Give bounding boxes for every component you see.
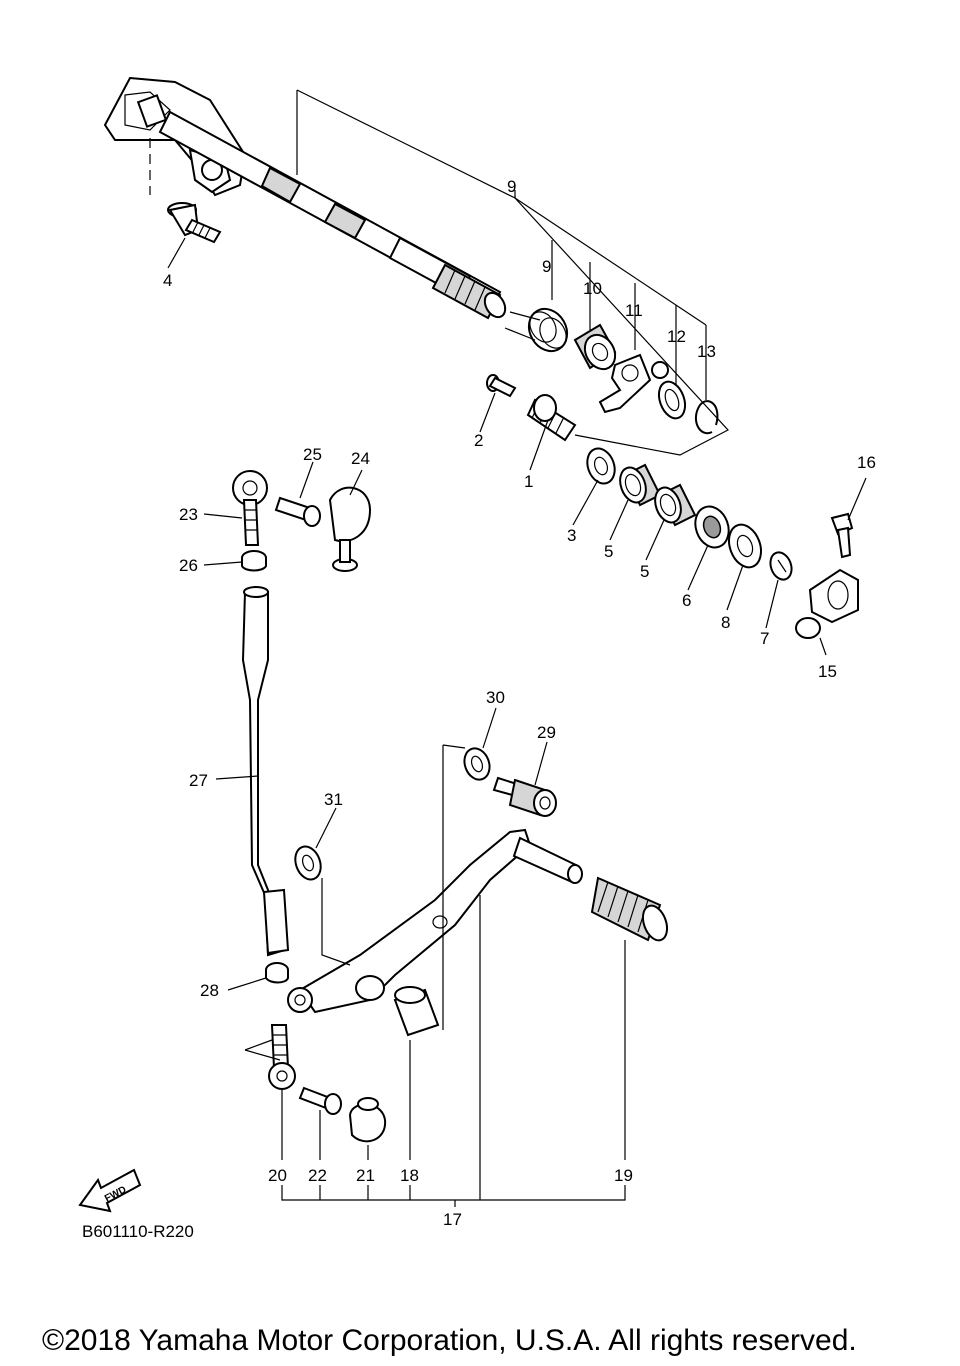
shift-shaft bbox=[103, 76, 507, 320]
group-bracket-17 bbox=[244, 744, 626, 1207]
part-25-bolt bbox=[274, 496, 321, 527]
label-5b: 5 bbox=[640, 562, 649, 581]
label-17: 17 bbox=[443, 1210, 462, 1229]
part-7-circlip bbox=[769, 551, 793, 581]
part-labels: 9 9 10 11 12 13 4 2 1 3 5 5 6 8 7 15 16 … bbox=[163, 177, 876, 1229]
label-12: 11 bbox=[625, 301, 643, 320]
part-3-washer bbox=[586, 447, 616, 485]
part-1-spring bbox=[526, 394, 577, 442]
part-5-bearing-a bbox=[619, 463, 662, 507]
part-19-footrest-rubber bbox=[590, 876, 669, 942]
label-19: 19 bbox=[614, 1166, 633, 1185]
part-27-shift-rod bbox=[241, 586, 290, 957]
part-21-cover bbox=[348, 1097, 387, 1143]
label-13: 12 bbox=[667, 327, 686, 346]
label-4: 4 bbox=[163, 271, 172, 290]
label-15: 15 bbox=[818, 662, 837, 681]
label-1: 1 bbox=[524, 472, 533, 491]
label-22: 22 bbox=[308, 1166, 327, 1185]
label-27: 27 bbox=[189, 771, 208, 790]
part-12-lever bbox=[598, 353, 669, 414]
label-23: 23 bbox=[179, 505, 198, 524]
part-13-washer bbox=[657, 380, 687, 420]
label-20: 20 bbox=[268, 1166, 287, 1185]
part-11-collar bbox=[573, 323, 617, 371]
label-11: 10 bbox=[583, 279, 602, 298]
label-5a: 5 bbox=[604, 542, 613, 561]
part-29-pivot-bolt bbox=[492, 776, 557, 817]
part-18-collar bbox=[393, 986, 440, 1037]
label-8: 8 bbox=[721, 613, 730, 632]
part-22-bolt bbox=[298, 1086, 342, 1115]
label-28: 28 bbox=[200, 981, 219, 1000]
label-30: 30 bbox=[486, 688, 505, 707]
part-8-washer bbox=[728, 523, 762, 569]
copyright-notice: ©2018 Yamaha Motor Corporation, U.S.A. A… bbox=[42, 1324, 857, 1357]
label-24: 24 bbox=[351, 449, 370, 468]
part-28-nut bbox=[265, 962, 289, 984]
part-10-torsion-spring bbox=[504, 307, 569, 353]
label-29: 29 bbox=[537, 723, 556, 742]
label-2: 2 bbox=[474, 431, 483, 450]
part-23-rod-end bbox=[232, 470, 268, 546]
label-6: 6 bbox=[682, 591, 691, 610]
label-3: 3 bbox=[567, 526, 576, 545]
part-20-rod-end bbox=[268, 1024, 296, 1090]
part-16-bolt bbox=[830, 512, 854, 559]
part-4-stud-bolt bbox=[149, 138, 222, 244]
reference-code: B601110-R220 bbox=[82, 1222, 194, 1241]
part-15-shift-arm bbox=[795, 568, 859, 639]
part-14-circlip bbox=[694, 400, 719, 435]
label-21: 21 bbox=[356, 1166, 375, 1185]
part-5-bearing-b bbox=[654, 483, 697, 527]
fwd-arrow-icon: FWD bbox=[78, 1168, 142, 1213]
label-25: 25 bbox=[303, 445, 322, 464]
part-30-washer bbox=[463, 747, 491, 781]
label-7: 7 bbox=[760, 629, 769, 648]
label-18: 18 bbox=[400, 1166, 419, 1185]
part-24-cover bbox=[328, 486, 372, 572]
label-9: 9 bbox=[507, 177, 516, 196]
part-31-washer bbox=[294, 845, 322, 881]
label-31: 31 bbox=[324, 790, 343, 809]
part-26-nut bbox=[241, 550, 267, 572]
label-14: 13 bbox=[697, 342, 716, 361]
group-bracket-9 bbox=[296, 89, 729, 456]
part-6-oil-seal bbox=[694, 505, 730, 549]
part-17-shift-pedal bbox=[287, 828, 583, 1014]
label-16: 16 bbox=[857, 453, 876, 472]
label-26: 26 bbox=[179, 556, 198, 575]
leader-lines bbox=[167, 196, 867, 991]
part-2-bolt bbox=[486, 374, 517, 398]
label-10: 9 bbox=[542, 257, 551, 276]
